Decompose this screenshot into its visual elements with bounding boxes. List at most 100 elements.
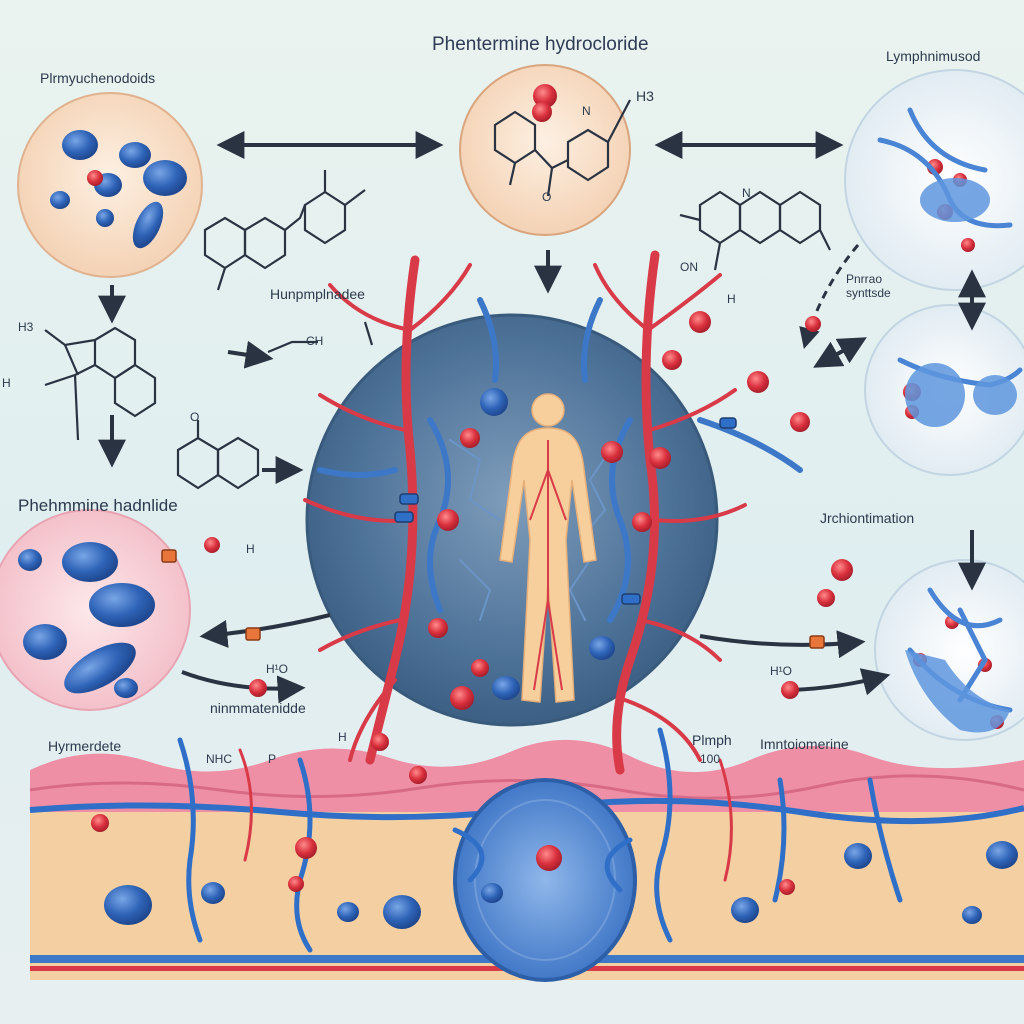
arrow-right-icon bbox=[699, 630, 866, 659]
cell-icon bbox=[492, 676, 520, 700]
chem-h2o-left: H¹O bbox=[266, 662, 288, 676]
cell-icon bbox=[201, 882, 225, 904]
molecule-icon bbox=[176, 436, 220, 490]
cell-icon bbox=[731, 897, 759, 923]
blue-cells bbox=[18, 130, 1018, 929]
cell-icon bbox=[62, 130, 98, 160]
blood-vessels bbox=[303, 250, 803, 775]
label-bottom-left: Hyrmerdete bbox=[48, 738, 122, 754]
cell-icon bbox=[450, 686, 474, 710]
cell-icon bbox=[781, 681, 799, 699]
right-lower-lymph-bubble bbox=[874, 559, 1024, 741]
label-bottom-center-right-sub: 100 bbox=[700, 752, 721, 766]
cell-icon bbox=[132, 201, 164, 249]
chem-o-top: O bbox=[542, 190, 552, 204]
molecule-icon bbox=[778, 190, 822, 245]
top-molecule-bubble bbox=[459, 64, 631, 236]
label-top-right: Lymphnimusod bbox=[886, 48, 981, 64]
cell-icon bbox=[23, 624, 67, 660]
label-center-left: Hunpmplnadee bbox=[270, 286, 365, 302]
cell-icon bbox=[532, 102, 552, 122]
chem-n-top: N bbox=[582, 104, 591, 118]
cell-icon bbox=[533, 84, 557, 108]
label-top-left: Plrmyuchenodoids bbox=[40, 70, 156, 86]
cell-icon bbox=[337, 902, 359, 922]
label-bottom-center-right: Plmph bbox=[692, 732, 732, 748]
label-right-upper-small: Pnrrao synttsde bbox=[846, 272, 891, 300]
molecule-icon bbox=[303, 190, 347, 245]
lymph-node bbox=[453, 778, 637, 982]
chem-h-small: H bbox=[338, 730, 347, 744]
cell-icon bbox=[87, 170, 103, 186]
cell-icon bbox=[249, 679, 267, 697]
arrow-right-icon bbox=[791, 668, 891, 696]
cell-icon bbox=[649, 447, 671, 469]
cell-icon bbox=[295, 837, 317, 859]
molecule-icon bbox=[203, 216, 247, 270]
cell-icon bbox=[460, 428, 480, 448]
label-bottom-small-b: P bbox=[268, 752, 277, 766]
chem-h-right: H bbox=[727, 292, 736, 306]
molecule-structures bbox=[44, 99, 831, 490]
cell-icon bbox=[119, 142, 151, 168]
cell-icon bbox=[632, 512, 652, 532]
cell-icon bbox=[480, 388, 508, 416]
cell-icon bbox=[437, 509, 459, 531]
arrows bbox=[98, 131, 986, 704]
cell-icon bbox=[409, 766, 427, 784]
cell-icon bbox=[689, 311, 711, 333]
cell-icon bbox=[428, 618, 448, 638]
chem-o-mid: O bbox=[190, 410, 200, 424]
cell-icon bbox=[662, 350, 682, 370]
label-right-mid: Jrchiontimation bbox=[820, 510, 915, 526]
chem-on-right: ON bbox=[680, 260, 698, 274]
cell-icon bbox=[481, 883, 503, 903]
cell-icon bbox=[62, 542, 118, 582]
label-bottom-center-left: ninmmatenidde bbox=[210, 700, 306, 716]
label-bottom-right: Imntoiomerine bbox=[760, 736, 849, 752]
chem-ch-mid: CH bbox=[306, 334, 324, 348]
cell-icon bbox=[805, 316, 821, 332]
label-left-mid: Phehmmine hadnlide bbox=[18, 496, 178, 515]
lymph-blobs bbox=[905, 178, 1017, 733]
molecule-icon bbox=[243, 216, 287, 270]
cell-icon bbox=[91, 814, 109, 832]
arrow-right-icon bbox=[181, 670, 306, 704]
dashed-arrow-icon bbox=[799, 244, 860, 350]
cell-icon bbox=[64, 642, 136, 694]
cell-icon bbox=[471, 659, 489, 677]
chem-h3-top: H3 bbox=[636, 88, 654, 104]
molecule-icon bbox=[566, 128, 610, 182]
cell-icon bbox=[114, 678, 138, 698]
molecule-icon bbox=[698, 190, 742, 245]
arrow-left-right-icon bbox=[813, 337, 867, 368]
chem-n-right: N bbox=[742, 186, 751, 200]
cell-icon bbox=[89, 583, 155, 627]
cell-icon bbox=[96, 209, 114, 227]
cell-icon bbox=[986, 841, 1018, 869]
right-top-lymph-bubble bbox=[844, 69, 1024, 291]
cell-icon bbox=[601, 441, 623, 463]
cell-icon bbox=[790, 412, 810, 432]
cell-icon bbox=[383, 895, 421, 929]
tissue-vessels bbox=[177, 727, 903, 953]
cell-icon bbox=[104, 885, 152, 925]
vessel-markers bbox=[161, 417, 825, 649]
cell-icon bbox=[536, 845, 562, 871]
cell-icon bbox=[50, 191, 70, 209]
arrow-left-icon bbox=[199, 613, 331, 648]
chem-h2o-right: H¹O bbox=[770, 664, 792, 678]
human-figure-icon bbox=[499, 393, 597, 703]
cell-icon bbox=[18, 549, 42, 571]
label-bottom-small-a: NHC bbox=[206, 752, 232, 766]
cell-icon bbox=[779, 879, 795, 895]
molecule-icon bbox=[216, 436, 260, 490]
cell-icon bbox=[589, 636, 615, 660]
chem-h3c-left: H3 bbox=[18, 320, 34, 334]
cell-icon bbox=[961, 238, 975, 252]
molecule-icon bbox=[113, 363, 157, 418]
chem-h-center: H bbox=[246, 542, 255, 556]
diagram-title: Phentermine hydrocloride bbox=[432, 34, 649, 55]
cell-icon bbox=[962, 906, 982, 924]
cell-icon bbox=[844, 843, 872, 869]
